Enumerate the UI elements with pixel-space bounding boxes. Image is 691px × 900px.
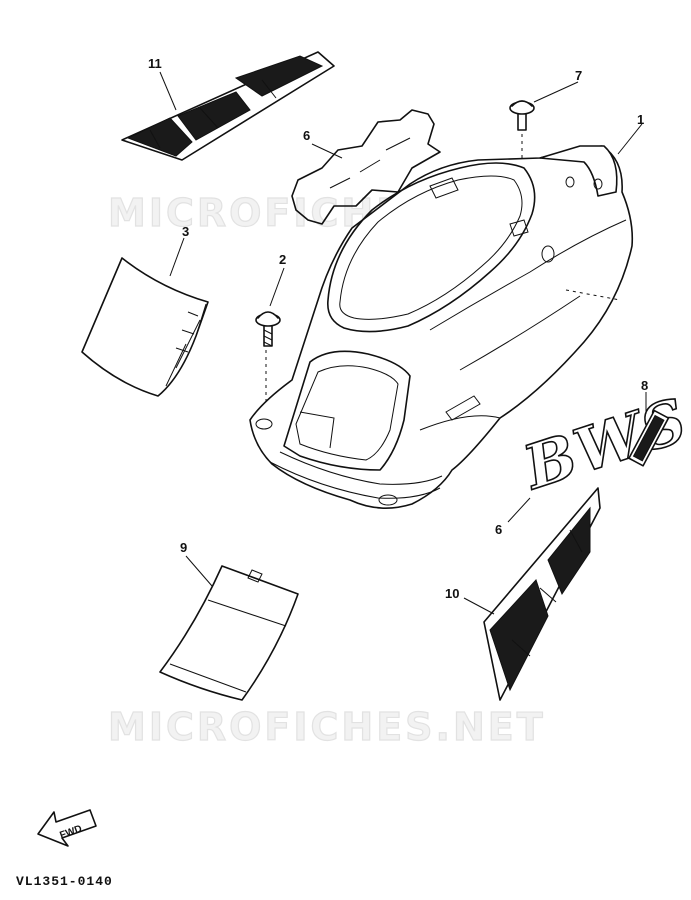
panel-9: [159, 565, 299, 701]
watermark-bottom: MICROFICHES.NET: [108, 705, 546, 749]
panel-3: [81, 257, 209, 397]
emblem-6-upper: [291, 109, 441, 225]
callout-6-upper: 6: [303, 128, 310, 143]
stripe-decal-10: [483, 487, 601, 701]
callout-9: 9: [180, 540, 187, 555]
leader-lines: [159, 71, 647, 615]
callout-7: 7: [575, 68, 582, 83]
stripe-decal-11: [121, 51, 335, 161]
fwd-arrow-icon: FWD: [37, 809, 97, 847]
bws-emblem-6: BWS: [513, 384, 691, 505]
callouts: 1 2 3 6 6 7 8 9 10 11: [148, 56, 648, 601]
front-cover-1: [249, 145, 634, 509]
callout-2: 2: [279, 252, 286, 267]
callout-6-lower: 6: [495, 522, 502, 537]
callout-1: 1: [637, 112, 644, 127]
callout-11: 11: [148, 56, 162, 71]
bws-logo-text: BWS: [514, 385, 691, 504]
callout-10: 10: [445, 586, 459, 601]
caution-label-8: [628, 409, 670, 467]
callout-8: 8: [641, 378, 648, 393]
screw-2: [255, 311, 281, 408]
screw-7: [509, 100, 535, 236]
callout-3: 3: [182, 224, 189, 239]
reference-code: VL1351-0140: [16, 874, 113, 889]
